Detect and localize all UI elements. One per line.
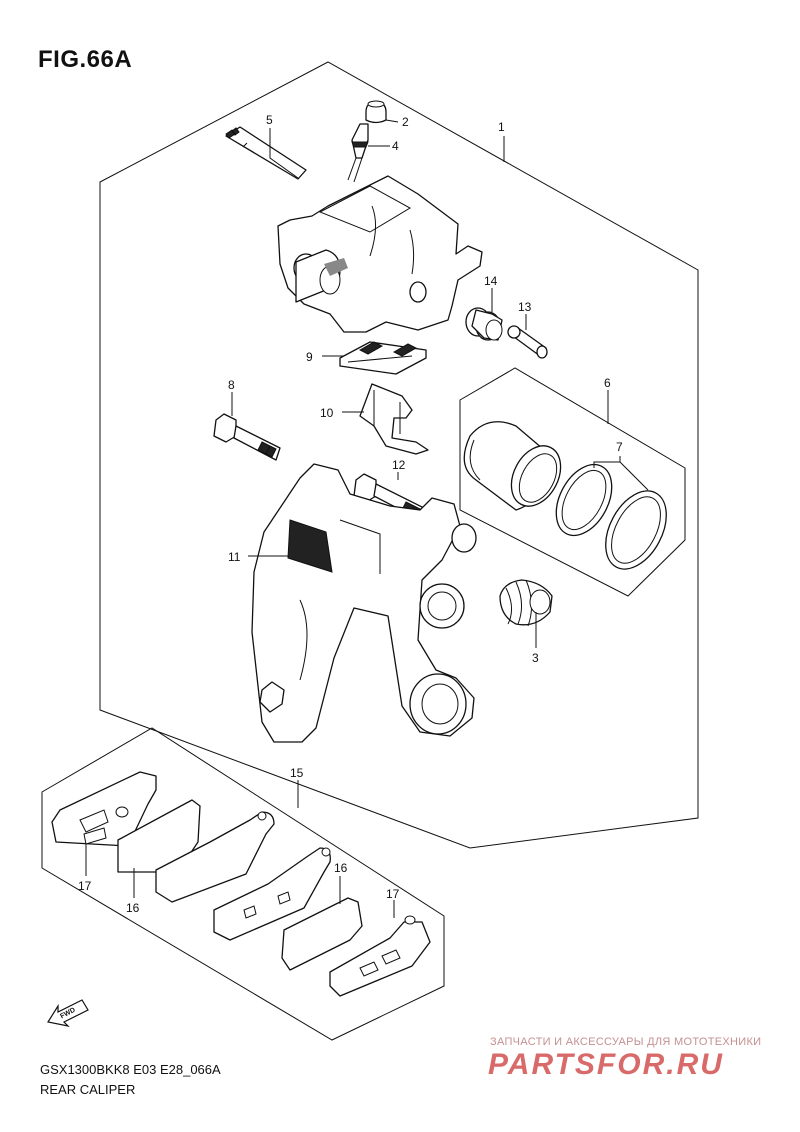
shim-16-right	[281, 897, 363, 971]
callout-5: 5	[266, 113, 273, 127]
pad-set-frame	[41, 727, 445, 1041]
caliper-assembly-frame	[99, 61, 699, 849]
caliper-body	[277, 175, 483, 333]
callout-1: 1	[498, 120, 505, 134]
watermark-logo: PARTSFOR.RU	[488, 1048, 724, 1081]
callout-11: 11	[228, 550, 241, 564]
callout-16-right: 16	[334, 861, 348, 875]
mounting-bolt-8	[213, 413, 281, 461]
figure-title: FIG.66A	[38, 46, 133, 73]
boot-14	[465, 307, 503, 341]
shim-17-right	[329, 915, 431, 997]
callout-3: 3	[532, 651, 539, 665]
pad-retainer-10	[359, 383, 429, 455]
callout-17-right: 17	[386, 887, 400, 901]
brake-pad-right	[213, 847, 331, 941]
piston-seal-frame	[459, 367, 686, 597]
slide-pin-5	[225, 126, 307, 180]
shim-17-left	[51, 771, 157, 847]
callout-7: 7	[616, 440, 623, 454]
callout-12: 12	[392, 458, 406, 472]
callout-4: 4	[392, 139, 399, 153]
diagram-name: REAR CALIPER	[40, 1082, 136, 1097]
callout-14: 14	[484, 274, 498, 288]
sleeve-13	[507, 325, 548, 359]
pad-spring-9	[339, 341, 427, 375]
callout-2: 2	[402, 115, 409, 129]
callout-17-left: 17	[78, 879, 92, 893]
piston-seals-7	[555, 463, 667, 570]
brake-pad-left	[155, 811, 275, 903]
callout-13: 13	[518, 300, 532, 314]
callout-16-left: 16	[126, 901, 140, 915]
boot-3	[499, 579, 553, 627]
bleeder-valve-4	[347, 123, 369, 183]
callout-8: 8	[228, 378, 235, 392]
bleeder-cap-2	[365, 100, 387, 124]
diagram-code: GSX1300BKK8 E03 E28_066A	[40, 1062, 221, 1077]
watermark-tagline: ЗАПЧАСТИ И АКСЕССУАРЫ ДЛЯ МОТОТЕХНИКИ	[490, 1036, 762, 1048]
callout-10: 10	[320, 406, 334, 420]
callout-6: 6	[604, 376, 611, 390]
callout-9: 9	[306, 350, 313, 364]
caliper-bracket-11	[251, 463, 477, 743]
shim-16-left	[117, 799, 201, 873]
fwd-arrow-icon: FWD	[47, 999, 89, 1027]
piston-6	[463, 421, 562, 511]
leader-lines	[85, 119, 649, 918]
callout-15: 15	[290, 766, 304, 780]
